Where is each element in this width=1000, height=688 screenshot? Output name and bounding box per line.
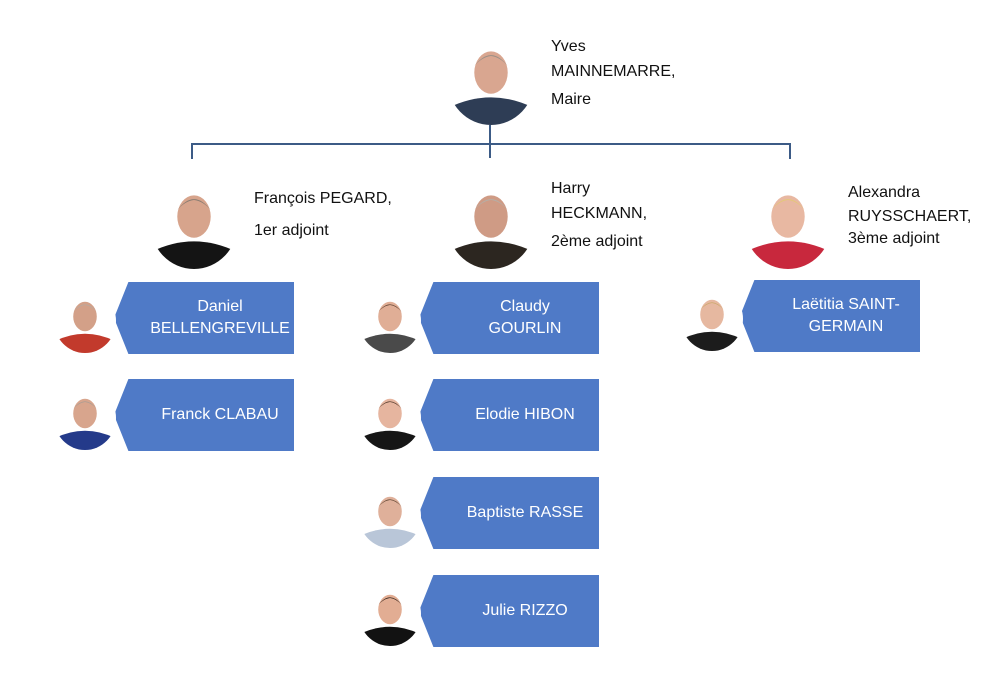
deputy-3-role: 3ème adjoint xyxy=(848,230,940,247)
councillor-name-line1: Julie RIZZO xyxy=(482,602,568,619)
councillor-box-julie: Julie RIZZO xyxy=(419,575,599,647)
avatar-daniel xyxy=(54,289,116,353)
avatar-julie xyxy=(359,582,421,646)
councillor-box-daniel: Daniel BELLENGREVILLE xyxy=(114,282,294,354)
connector-left-down xyxy=(191,143,193,159)
councillor-box-elodie: Elodie HIBON xyxy=(419,379,599,451)
deputy-2-role: 2ème adjoint xyxy=(551,233,643,250)
person-icon xyxy=(359,484,421,548)
person-icon xyxy=(54,386,116,450)
avatar-franck xyxy=(54,386,116,450)
deputy-3-name-line2: RUYSSCHAERT, xyxy=(848,208,972,225)
person-icon xyxy=(447,177,535,269)
person-icon xyxy=(54,289,116,353)
person-icon xyxy=(447,33,535,125)
deputy-2-name-line2: HECKMANN, xyxy=(551,205,648,222)
mayor-name-line1: Yves xyxy=(551,38,586,55)
person-icon xyxy=(359,386,421,450)
councillor-box-franck: Franck CLABAU xyxy=(114,379,294,451)
connector-mayor-down xyxy=(489,124,491,158)
councillor-box-laetitia: Laëtitia SAINT- GERMAIN xyxy=(740,280,920,352)
person-icon xyxy=(359,289,421,353)
councillor-name-line2: GERMAIN xyxy=(808,318,884,335)
avatar-claudy xyxy=(359,289,421,353)
councillor-name-line1: Daniel xyxy=(197,298,243,315)
councillor-name-line1: Elodie HIBON xyxy=(475,406,575,423)
deputy-1-name: François PEGARD, xyxy=(254,190,392,207)
person-icon xyxy=(744,177,832,269)
councillor-name-line2: BELLENGREVILLE xyxy=(150,320,290,337)
mayor-name-line2: MAINNEMARRE, xyxy=(551,63,676,80)
councillor-box-claudy: Claudy GOURLIN xyxy=(419,282,599,354)
avatar-baptiste xyxy=(359,484,421,548)
avatar-elodie xyxy=(359,386,421,450)
councillor-name-line1: Baptiste RASSE xyxy=(466,504,584,521)
deputy-1-role: 1er adjoint xyxy=(254,222,329,239)
deputy-2-name-line1: Harry xyxy=(551,180,591,197)
councillor-name-line1: Laëtitia SAINT- xyxy=(792,296,900,313)
councillor-box-baptiste: Baptiste RASSE xyxy=(419,477,599,549)
mayor-role: Maire xyxy=(551,91,592,108)
person-icon xyxy=(150,177,238,269)
deputy-3-name-line1: Alexandra xyxy=(848,184,921,201)
councillor-name-line1: Franck CLABAU xyxy=(161,406,279,423)
avatar-deputy-2 xyxy=(447,177,535,269)
connector-right-down xyxy=(789,143,791,159)
avatar-deputy-3 xyxy=(744,177,832,269)
connector-horizontal xyxy=(191,143,791,145)
councillor-name-line1: Claudy GOURLIN xyxy=(488,298,562,337)
avatar-deputy-1 xyxy=(150,177,238,269)
avatar-mayor xyxy=(447,33,535,125)
avatar-laetitia xyxy=(681,287,743,351)
person-icon xyxy=(681,287,743,351)
person-icon xyxy=(359,582,421,646)
